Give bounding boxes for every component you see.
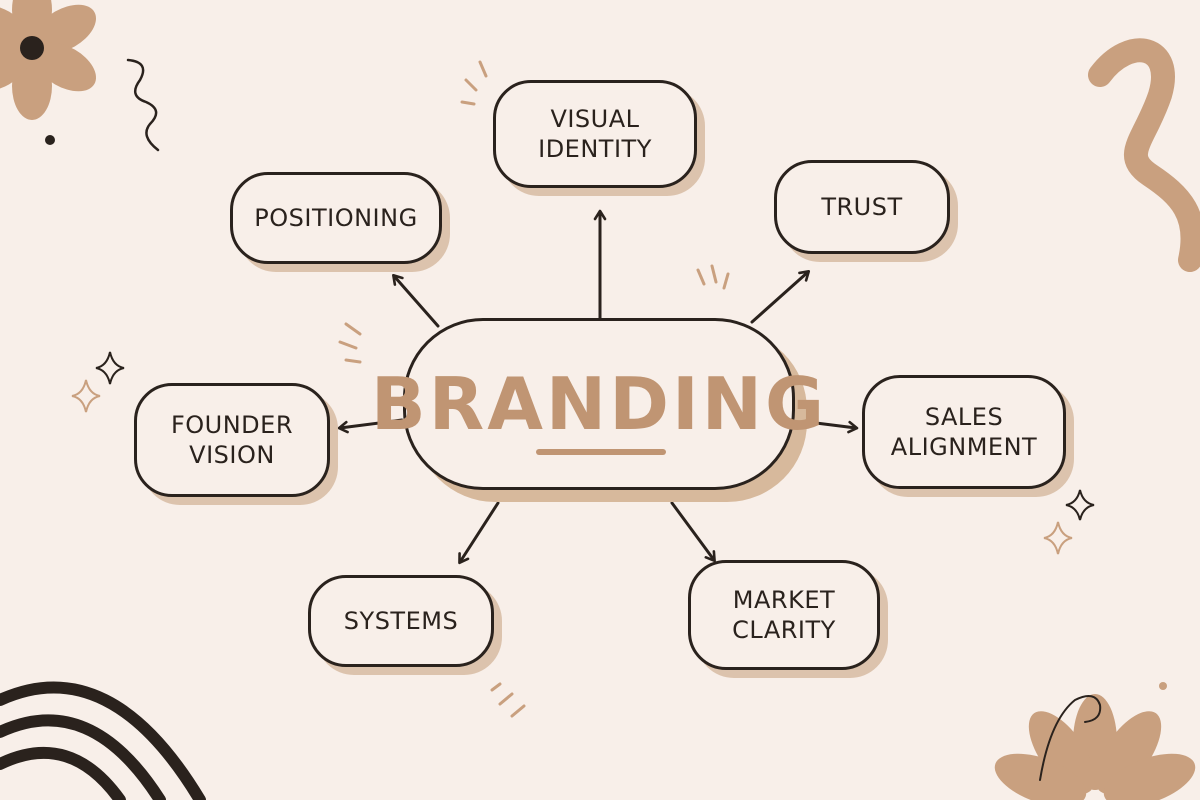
arrow-to-systems [458, 501, 500, 565]
center-node-branding: BRANDING [371, 318, 824, 490]
node-visual-identity: VISUAL IDENTITY [493, 80, 697, 188]
emphasis-marks [338, 60, 730, 718]
arrow-to-sales-alignment [806, 420, 859, 434]
arrow-to-positioning [392, 273, 440, 328]
sparkle-icon [95, 351, 125, 385]
node-trust: TRUST [774, 160, 950, 254]
burst-icon [994, 694, 1196, 800]
swirl-icon [1039, 695, 1102, 781]
node-label-line: SYSTEMS [343, 607, 459, 635]
node-label-line: FOUNDER [170, 411, 294, 439]
node-positioning: POSITIONING [230, 172, 442, 264]
arrow-to-market-clarity [670, 501, 716, 563]
node-label-line: POSITIONING [254, 204, 418, 232]
rainbow-arcs-icon [0, 681, 206, 800]
arrow-to-trust [750, 270, 811, 324]
connector-arrows [337, 209, 859, 565]
center-title: BRANDING [370, 362, 828, 446]
node-market-clarity: MARKET CLARITY [688, 560, 880, 670]
node-systems: SYSTEMS [308, 575, 494, 667]
node-label-line: VISION [189, 441, 275, 469]
node-label-line: CLARITY [732, 616, 836, 644]
center-underline [536, 449, 666, 455]
arrow-to-founder-vision [337, 418, 404, 434]
node-sales-alignment: SALES ALIGNMENT [862, 375, 1066, 489]
squiggle-icon [126, 58, 160, 152]
node-label-line: VISUAL [550, 105, 640, 133]
node-label-line: TRUST [821, 193, 903, 221]
node-label-line: IDENTITY [538, 135, 652, 163]
wave-icon [1088, 38, 1200, 272]
dot-icon [1159, 682, 1167, 690]
node-label-line: MARKET [732, 586, 836, 614]
sparkle-icon [1043, 521, 1073, 555]
node-label-line: SALES [924, 403, 1004, 431]
node-label-line: ALIGNMENT [890, 433, 1038, 461]
flower-icon [0, 0, 97, 120]
node-founder-vision: FOUNDER VISION [134, 383, 330, 497]
dot-icon [45, 135, 55, 145]
sparkle-icon [71, 379, 101, 413]
sparkle-icon [1065, 489, 1095, 521]
